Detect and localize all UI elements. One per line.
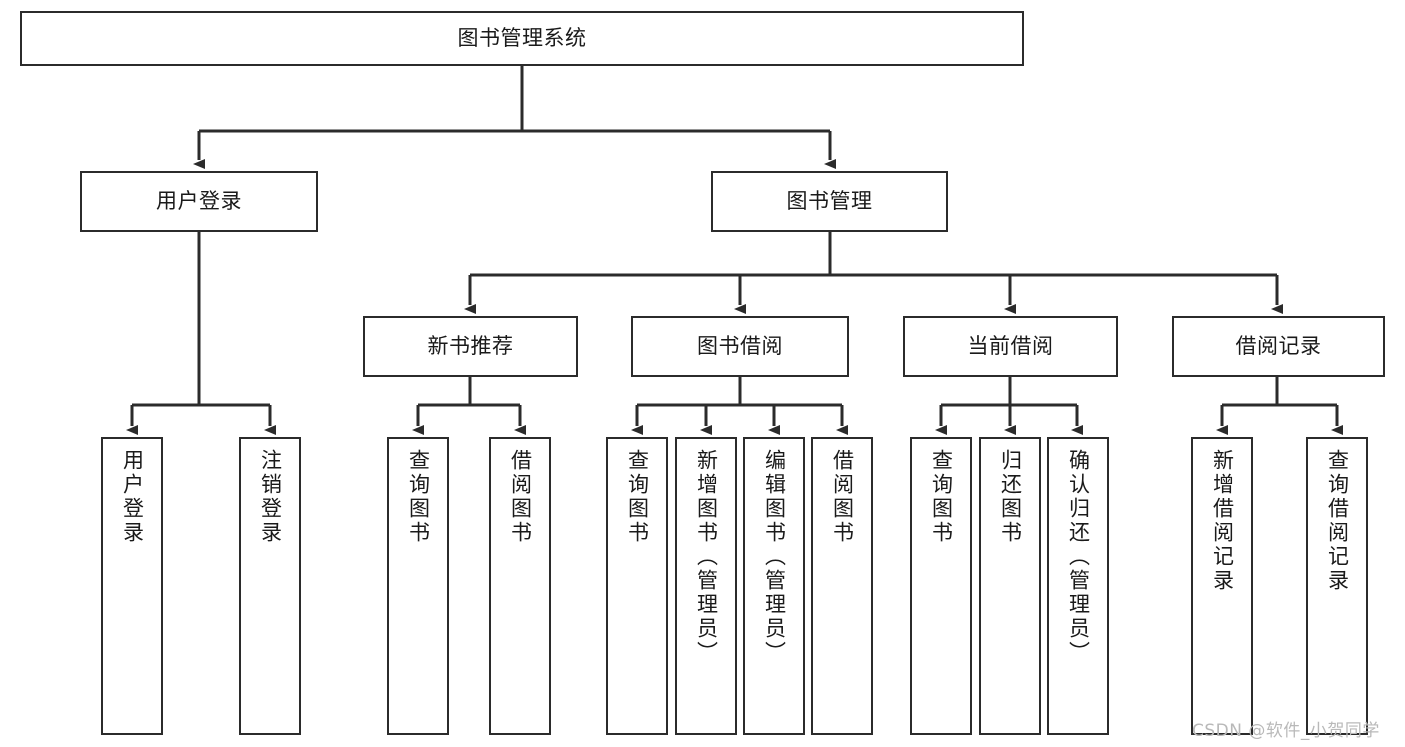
- node-book-management[interactable]: 图书管理: [711, 171, 948, 232]
- edge-borrow-record-bus: [1216, 377, 1343, 435]
- node-leaf-add-borrow-record-label: 新增借阅记录: [1210, 449, 1235, 593]
- node-leaf-query-book-2[interactable]: 查询图书: [606, 437, 668, 735]
- node-root[interactable]: 图书管理系统: [20, 11, 1024, 66]
- node-leaf-query-borrow-record[interactable]: 查询借阅记录: [1306, 437, 1368, 735]
- node-leaf-return-book[interactable]: 归还图书: [979, 437, 1041, 735]
- edge-book-borrow-bus: [631, 377, 848, 435]
- csdn-watermark: CSDN @软件_小贺同学: [1192, 721, 1380, 741]
- node-leaf-query-book-2-label: 查询图书: [625, 449, 650, 545]
- node-book-borrow[interactable]: 图书借阅: [631, 316, 849, 377]
- node-book-borrow-label: 图书借阅: [697, 333, 783, 358]
- node-leaf-edit-book[interactable]: 编辑图书（管理员）: [743, 437, 805, 735]
- edge-current-borrow-bus: [935, 377, 1083, 435]
- node-root-label: 图书管理系统: [457, 25, 587, 50]
- node-leaf-add-book[interactable]: 新增图书（管理员）: [675, 437, 737, 735]
- node-user-login[interactable]: 用户登录: [80, 171, 318, 232]
- edge-book-management-bus: [464, 232, 1283, 314]
- node-leaf-borrow-book-2[interactable]: 借阅图书: [811, 437, 873, 735]
- node-leaf-logout-login-label: 注销登录: [258, 449, 283, 545]
- edge-user-login-bus: [126, 232, 276, 435]
- node-leaf-add-book-label: 新增图书（管理员）: [694, 449, 719, 665]
- node-leaf-logout-login[interactable]: 注销登录: [239, 437, 301, 735]
- node-leaf-query-book-1[interactable]: 查询图书: [387, 437, 449, 735]
- node-leaf-confirm-return-label: 确认归还（管理员）: [1066, 449, 1091, 665]
- node-leaf-user-login-label: 用户登录: [120, 449, 145, 545]
- edge-new-book-recommend-bus: [412, 377, 526, 435]
- node-borrow-record-label: 借阅记录: [1235, 333, 1322, 358]
- node-leaf-borrow-book-1[interactable]: 借阅图书: [489, 437, 551, 735]
- node-borrow-record[interactable]: 借阅记录: [1172, 316, 1385, 377]
- node-leaf-add-borrow-record[interactable]: 新增借阅记录: [1191, 437, 1253, 735]
- node-leaf-user-login[interactable]: 用户登录: [101, 437, 163, 735]
- node-leaf-borrow-book-2-label: 借阅图书: [830, 449, 855, 545]
- node-leaf-query-book-1-label: 查询图书: [406, 449, 431, 545]
- node-leaf-confirm-return[interactable]: 确认归还（管理员）: [1047, 437, 1109, 735]
- node-new-book-recommend-label: 新书推荐: [427, 333, 514, 358]
- node-new-book-recommend[interactable]: 新书推荐: [363, 316, 578, 377]
- node-leaf-edit-book-label: 编辑图书（管理员）: [762, 449, 787, 665]
- node-leaf-borrow-book-1-label: 借阅图书: [508, 449, 533, 545]
- node-leaf-return-book-label: 归还图书: [998, 449, 1023, 545]
- node-leaf-query-book-3[interactable]: 查询图书: [910, 437, 972, 735]
- node-current-borrow[interactable]: 当前借阅: [903, 316, 1118, 377]
- node-leaf-query-borrow-record-label: 查询借阅记录: [1325, 449, 1350, 593]
- node-current-borrow-label: 当前借阅: [967, 333, 1054, 358]
- node-leaf-query-book-3-label: 查询图书: [929, 449, 954, 545]
- edge-root-bus: [193, 66, 836, 169]
- node-user-login-label: 用户登录: [156, 188, 242, 213]
- node-book-management-label: 图书管理: [786, 188, 873, 213]
